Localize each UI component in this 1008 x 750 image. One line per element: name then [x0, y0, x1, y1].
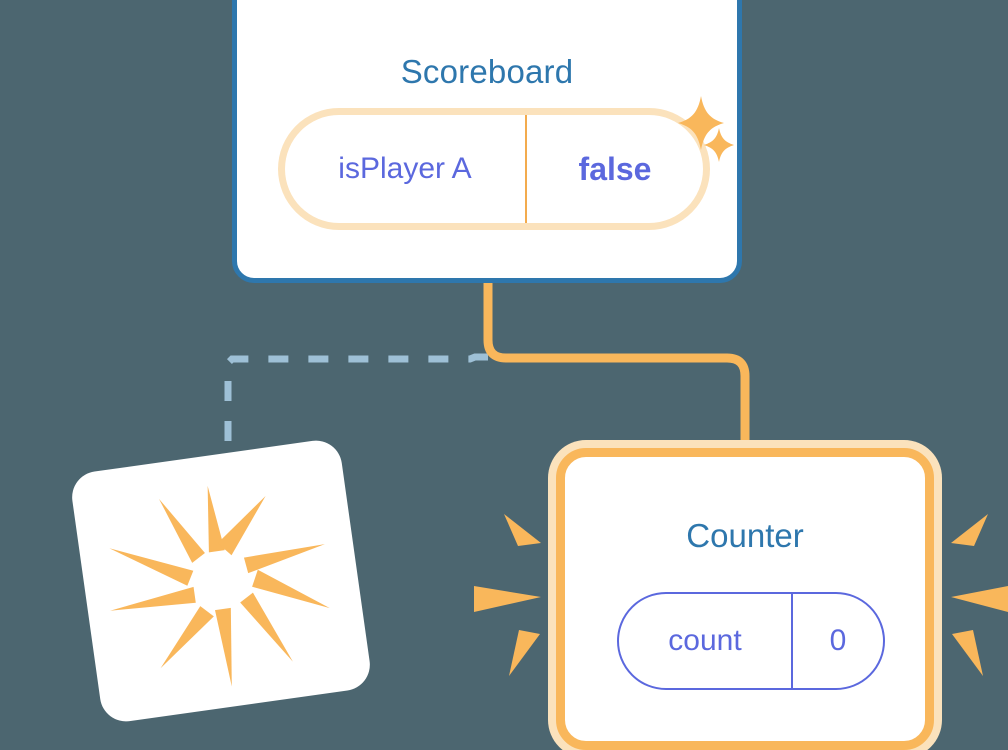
burst-card[interactable]	[68, 437, 374, 725]
pill-divider	[525, 115, 527, 223]
counter-title: Counter	[686, 517, 804, 554]
counter-card[interactable]: Counter count 0	[556, 448, 934, 750]
solid-connector-to-counter	[483, 282, 750, 470]
scoreboard-state-key: isPlayer A	[338, 152, 472, 185]
counter-state-value: 0	[829, 624, 847, 657]
dashed-connector-to-burst-card	[224, 353, 488, 490]
pill-divider	[791, 594, 793, 688]
counter-state-pill[interactable]: count 0	[617, 592, 885, 690]
scoreboard-state-value: false	[578, 150, 652, 187]
scoreboard-card[interactable]: Scoreboard isPlayer A false	[232, 0, 742, 283]
scoreboard-state-pill[interactable]: isPlayer A false	[285, 115, 703, 223]
burst-rays-icon	[109, 485, 330, 687]
counter-state-key: count	[668, 624, 742, 657]
scoreboard-title: Scoreboard	[400, 53, 574, 90]
